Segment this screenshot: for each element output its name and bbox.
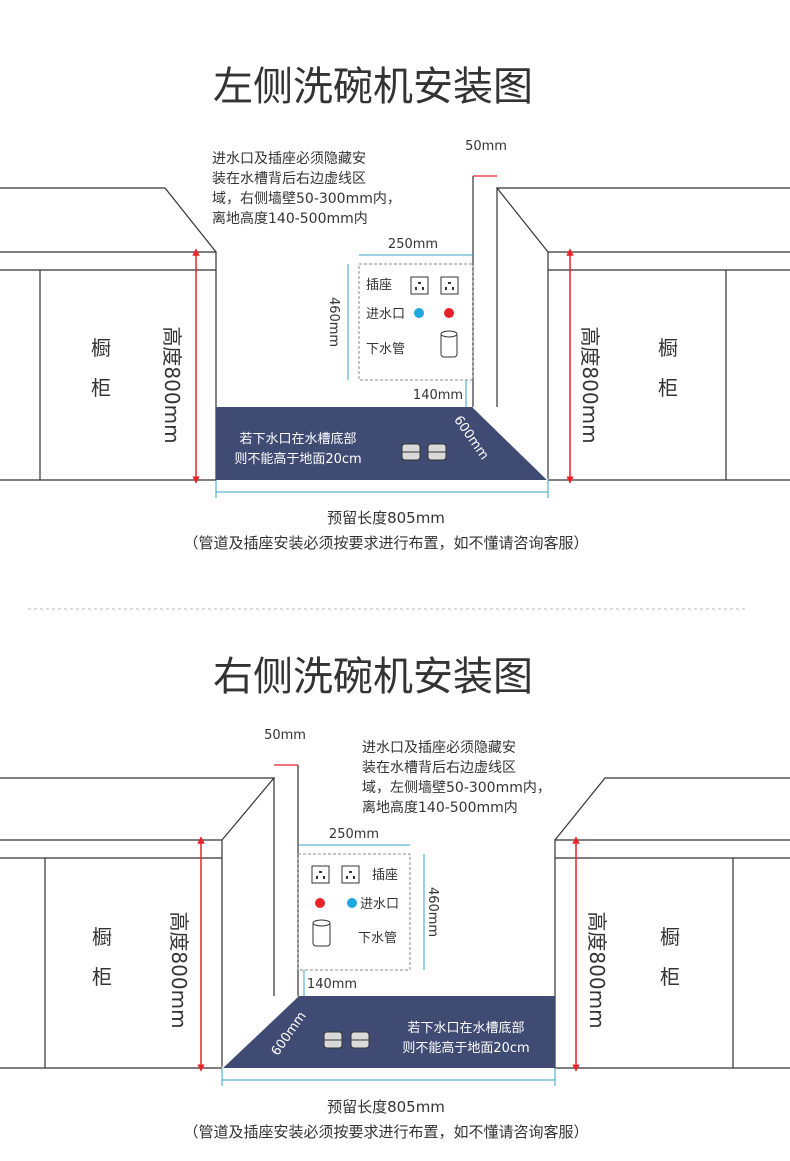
left-note-line-3: 域，右侧墙壁50-300mm内， bbox=[212, 191, 401, 207]
right-footer: （管道及插座安装必须按要求进行布置，如不懂请咨询客服） bbox=[183, 1123, 588, 1141]
power-dot bbox=[444, 308, 454, 318]
right-height-label: 460mm bbox=[425, 887, 440, 937]
water-inlet-dot bbox=[347, 898, 357, 908]
left-inlet-label: 进水口 bbox=[366, 307, 405, 322]
floor-drain-icon bbox=[401, 443, 447, 461]
right-gap-label: 50mm bbox=[264, 728, 306, 743]
power-dot bbox=[315, 898, 325, 908]
right-cabinet-char-2: 柜 bbox=[658, 376, 678, 400]
left-cabinet-b bbox=[0, 777, 276, 1069]
water-inlet-dot bbox=[414, 308, 424, 318]
left-note-line-2: 装在水槽背后右边虚线区 bbox=[212, 171, 366, 187]
right-floor bbox=[222, 996, 555, 1068]
left-width-label: 250mm bbox=[388, 237, 438, 252]
right-cab-height-label: 高度800mm bbox=[578, 326, 602, 443]
left-height-label: 460mm bbox=[326, 297, 341, 347]
right-note-line-3: 域，左侧墙壁50-300mm内， bbox=[362, 780, 551, 796]
left-floor bbox=[216, 407, 548, 480]
socket-icon bbox=[311, 865, 360, 884]
drain-pipe-icon bbox=[312, 919, 331, 947]
right-cabinet-char-1: 橱 bbox=[660, 925, 680, 949]
left-bottom-label: 140mm bbox=[413, 388, 463, 403]
left-install-zone bbox=[358, 263, 474, 381]
left-floor-text-1: 若下水口在水槽底部 bbox=[239, 431, 356, 447]
left-drain-label: 下水管 bbox=[366, 342, 405, 357]
floor-drain-icon bbox=[323, 1031, 370, 1049]
left-gap-label: 50mm bbox=[465, 139, 507, 154]
right-floor-text-1: 若下水口在水槽底部 bbox=[407, 1020, 524, 1036]
left-floor-text-2: 则不能高于地面20cm bbox=[234, 451, 361, 467]
right-note-line-2: 装在水槽背后右边虚线区 bbox=[362, 760, 516, 776]
right-diagram-title: 右侧洗碗机安装图 bbox=[213, 654, 533, 700]
left-length-label: 预留长度805mm bbox=[327, 509, 445, 527]
left-cabinet-char-2: 柜 bbox=[91, 376, 111, 400]
right-floor-text-2: 则不能高于地面20cm bbox=[402, 1040, 529, 1056]
right-width-label: 250mm bbox=[329, 827, 379, 842]
right-note-line-4: 离地高度140-500mm内 bbox=[362, 799, 518, 816]
drain-pipe-icon bbox=[440, 330, 458, 358]
left-footer: （管道及插座安装必须按要求进行布置，如不懂请咨询客服） bbox=[183, 534, 588, 552]
left-cabinet-char-1: 橱 bbox=[92, 925, 112, 949]
right-cabinet-b bbox=[554, 777, 790, 1069]
right-socket-label: 插座 bbox=[372, 868, 398, 883]
left-socket-label: 插座 bbox=[366, 278, 392, 293]
socket-icon bbox=[410, 276, 459, 295]
right-cabinet-char-1: 橱 bbox=[658, 336, 678, 360]
right-install-zone bbox=[297, 853, 411, 971]
right-cab-height-label: 高度800mm bbox=[585, 911, 609, 1028]
right-diagram: 右侧洗碗机安装图 进水口及插座必须隐藏安 装在水槽背后右边虚线区 域，左侧墙壁5… bbox=[0, 654, 790, 1141]
left-cabinet-char-2: 柜 bbox=[92, 965, 112, 989]
right-note-line-1: 进水口及插座必须隐藏安 bbox=[362, 740, 516, 756]
right-length-label: 预留长度805mm bbox=[327, 1098, 445, 1116]
left-note-line-1: 进水口及插座必须隐藏安 bbox=[212, 151, 366, 167]
left-cabinet-char-1: 橱 bbox=[91, 336, 111, 360]
right-cabinet-char-2: 柜 bbox=[660, 965, 680, 989]
left-cabinet-a bbox=[0, 187, 217, 481]
left-cab-height-label: 高度800mm bbox=[167, 911, 191, 1028]
right-bottom-label: 140mm bbox=[307, 977, 357, 992]
left-diagram: 左侧洗碗机安装图 进水口及插座必须隐藏安 装在水槽背后右边虚线区 域，右侧墙壁5… bbox=[0, 64, 790, 552]
right-drain-label: 下水管 bbox=[358, 931, 397, 946]
left-cab-height-label: 高度800mm bbox=[160, 326, 184, 443]
left-diagram-title: 左侧洗碗机安装图 bbox=[213, 64, 533, 110]
left-note-line-4: 离地高度140-500mm内 bbox=[212, 210, 368, 227]
right-inlet-label: 进水口 bbox=[360, 897, 399, 912]
right-cabinet-a bbox=[495, 187, 790, 481]
